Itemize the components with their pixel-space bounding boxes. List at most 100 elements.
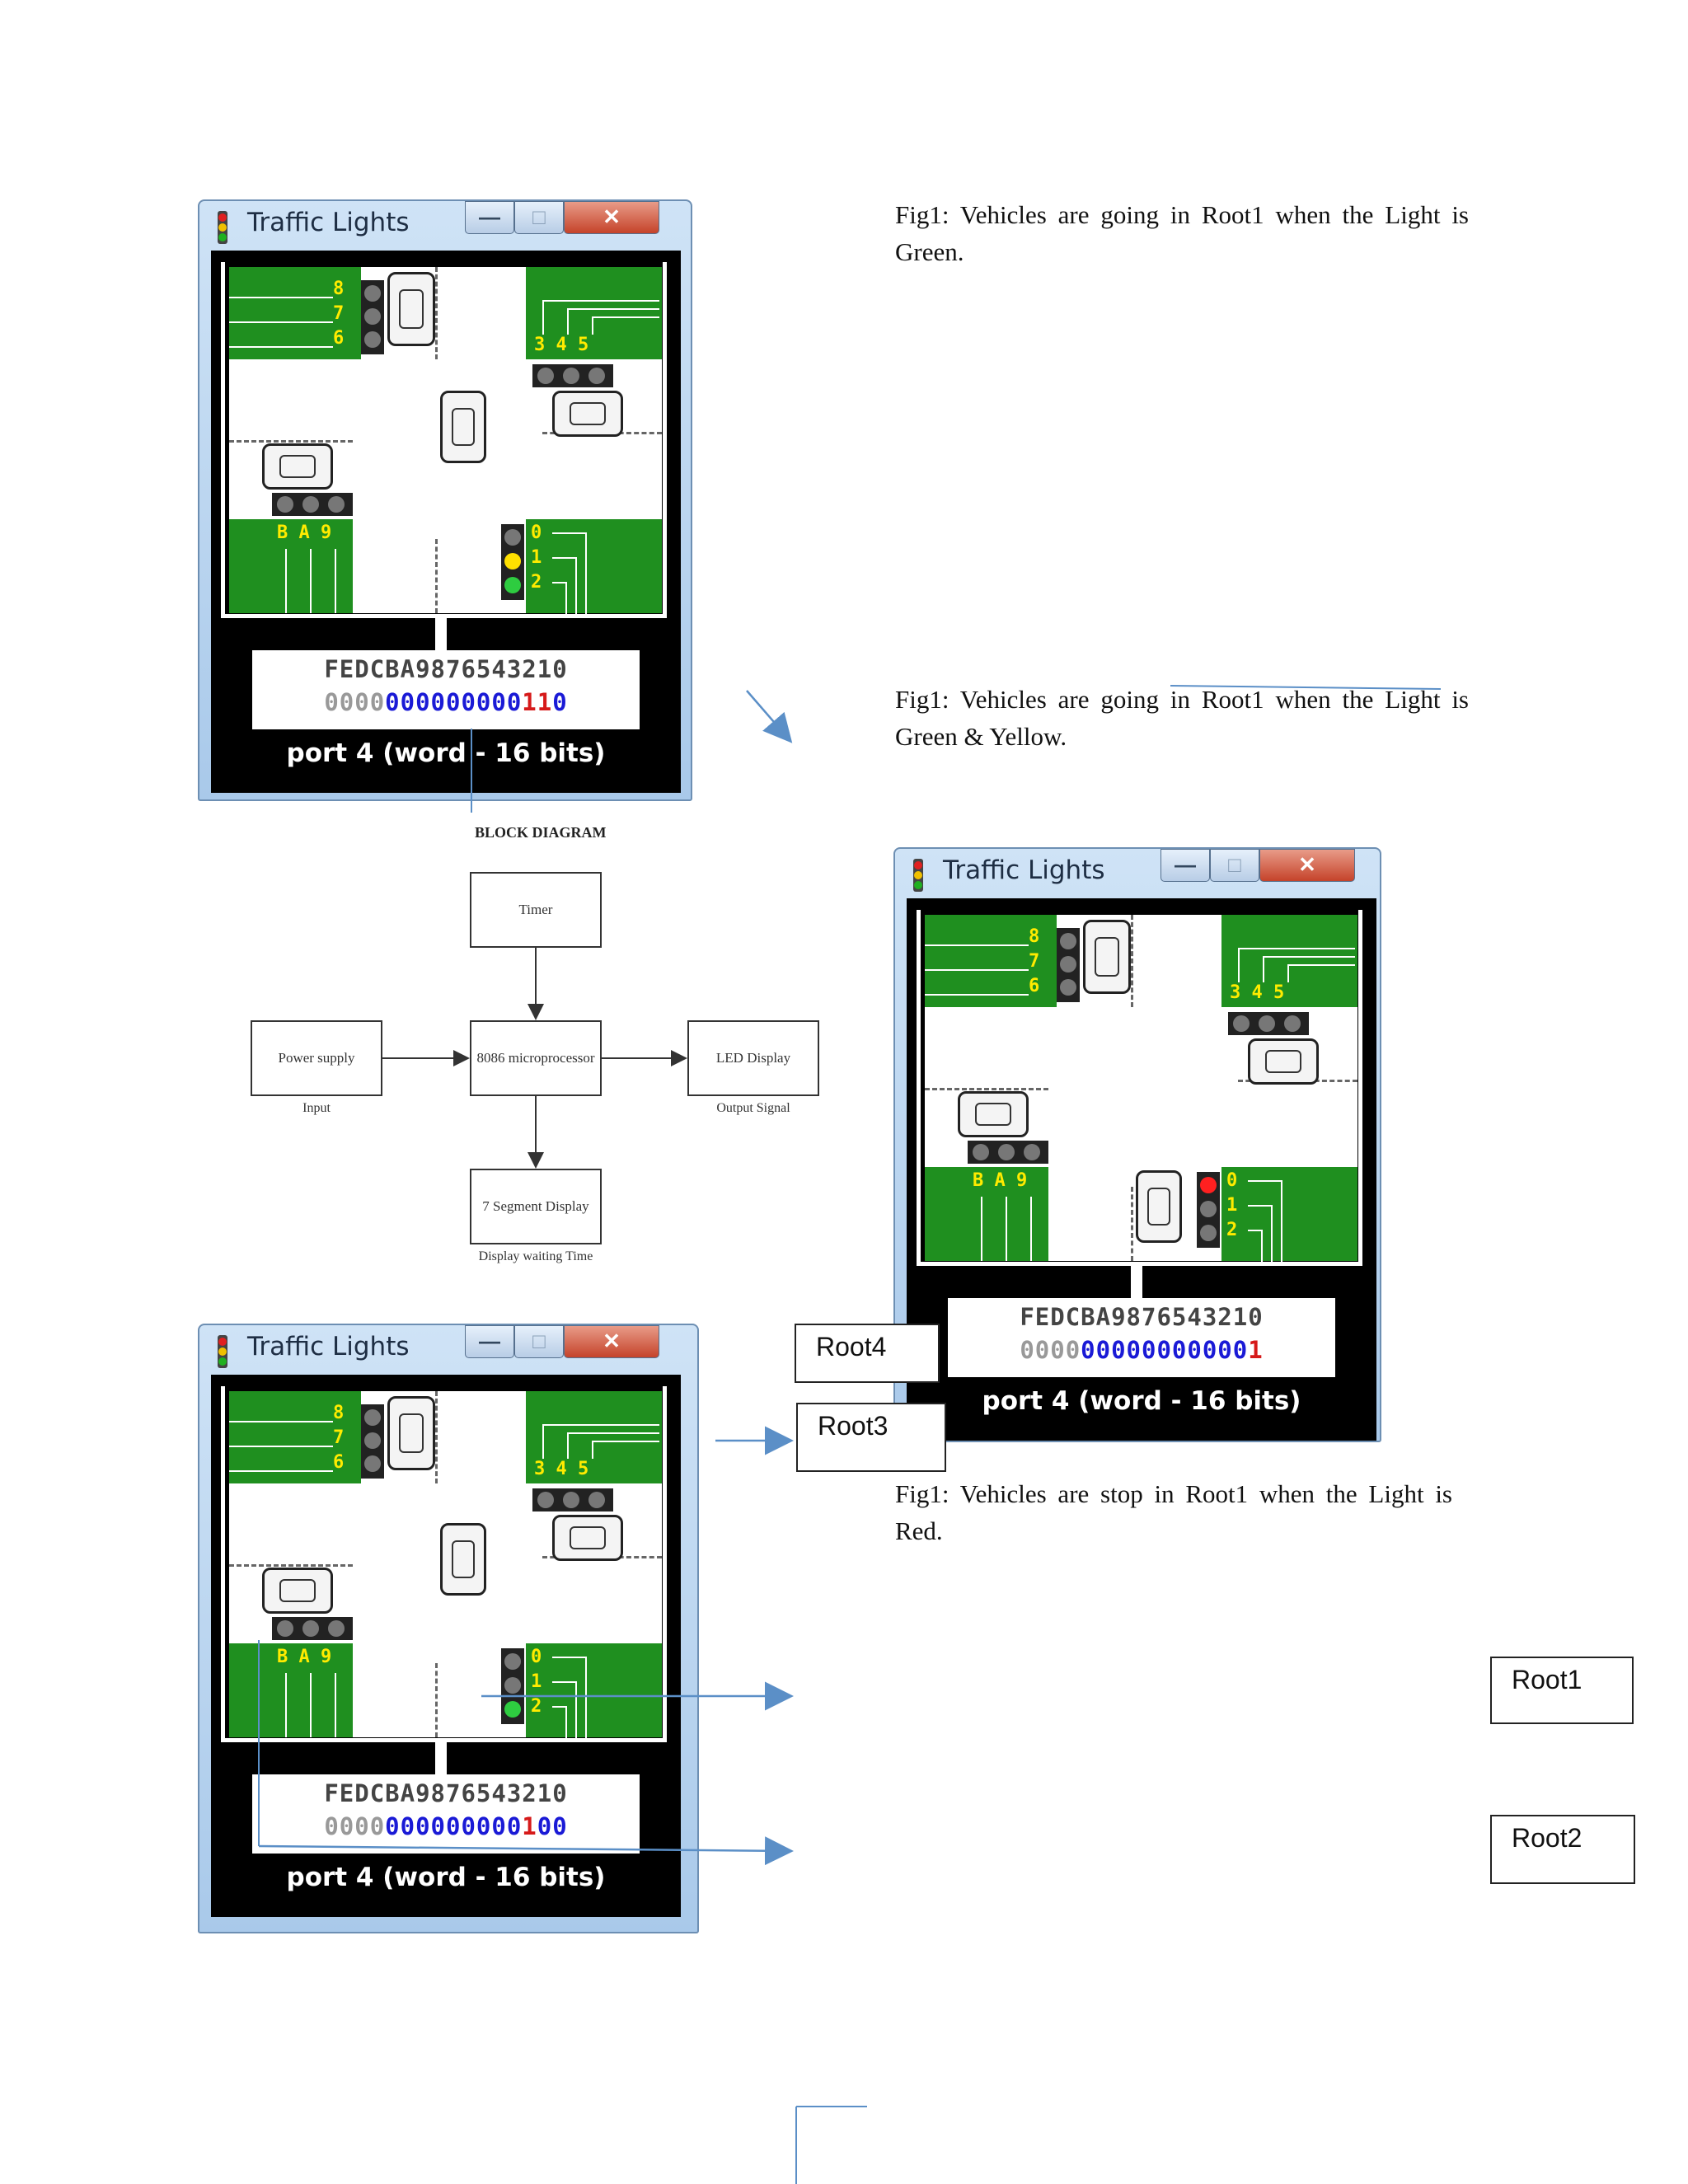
signal-lamp bbox=[1259, 1015, 1275, 1032]
lane-marking bbox=[1131, 915, 1133, 1007]
signal-lamp bbox=[504, 1677, 521, 1694]
grass-bottom-right bbox=[526, 1643, 662, 1737]
signal-lamp bbox=[364, 1409, 381, 1426]
grass-top-right bbox=[526, 267, 662, 359]
root1-box: Root1 bbox=[1490, 1657, 1634, 1724]
wire bbox=[552, 557, 577, 615]
car-top bbox=[387, 1396, 435, 1470]
grass-top-left bbox=[229, 1391, 361, 1483]
wire bbox=[1248, 1205, 1273, 1263]
signal-lamp bbox=[563, 368, 579, 384]
lamp-label-top-left: 6 bbox=[333, 328, 345, 349]
signal-lamp bbox=[1233, 1015, 1250, 1032]
signal-bottom-left bbox=[968, 1141, 1048, 1164]
port-connector bbox=[1131, 1266, 1142, 1299]
caption-fig1-green-yellow: Fig1: Vehicles are going in Root1 when t… bbox=[895, 685, 1469, 751]
lamp-label-bottom-left: B A 9 bbox=[277, 523, 332, 543]
wire bbox=[552, 1681, 577, 1739]
port-hex-digits: FEDCBA9876543210 bbox=[324, 1779, 568, 1807]
close-button[interactable]: ✕ bbox=[564, 1325, 659, 1358]
lamp-label-top-left: 6 bbox=[1029, 976, 1040, 996]
lamp-label-bottom-left: B A 9 bbox=[277, 1647, 332, 1667]
grass-top-left bbox=[229, 267, 361, 359]
wire bbox=[1006, 1197, 1007, 1261]
microprocessor-block: 8086 microprocessor bbox=[470, 1020, 602, 1096]
minimize-button[interactable]: — bbox=[1160, 849, 1210, 882]
window-title: Traffic Lights bbox=[943, 855, 1105, 885]
signal-lamp bbox=[364, 285, 381, 302]
signal-lamp bbox=[364, 308, 381, 325]
lane-marking bbox=[435, 267, 438, 359]
minimize-button[interactable]: — bbox=[465, 201, 514, 234]
port-bits: 0000000000000100 bbox=[252, 1812, 640, 1840]
signal-lamp bbox=[364, 1432, 381, 1449]
bits-off: 000000000 bbox=[385, 1812, 523, 1840]
bits-off: 00000000000 bbox=[1081, 1336, 1249, 1364]
wire bbox=[335, 1673, 336, 1737]
traffic-light-app-icon bbox=[213, 211, 232, 244]
signal-bottom-right bbox=[1197, 1172, 1220, 1248]
grass-top-left bbox=[925, 915, 1057, 1007]
bits-unused: 0000 bbox=[1020, 1336, 1081, 1364]
bits-unused: 0000 bbox=[324, 1812, 386, 1840]
timer-block: Timer bbox=[470, 872, 602, 948]
wire bbox=[552, 1657, 587, 1739]
signal-lamp bbox=[364, 1455, 381, 1472]
lane-marking bbox=[435, 1663, 438, 1737]
road-border bbox=[221, 1386, 667, 1742]
lamp-label-bottom-right: 0 bbox=[1226, 1170, 1238, 1191]
maximize-button[interactable]: □ bbox=[1210, 849, 1259, 882]
signal-lamp bbox=[1024, 1144, 1040, 1160]
wire bbox=[925, 994, 1029, 996]
wire bbox=[1248, 1230, 1263, 1263]
lamp-label-top-left: 7 bbox=[1029, 951, 1040, 972]
signal-lamp bbox=[504, 1653, 521, 1670]
signal-lamp bbox=[588, 368, 605, 384]
car-right bbox=[552, 1515, 623, 1561]
wire bbox=[542, 300, 659, 335]
power-supply-sub: Input bbox=[302, 1101, 331, 1115]
wire bbox=[925, 944, 1029, 946]
led-display-sub: Output Signal bbox=[716, 1101, 790, 1115]
car-top bbox=[1083, 920, 1131, 994]
grass-top-right bbox=[1221, 915, 1357, 1007]
wire bbox=[229, 1446, 333, 1447]
signal-top-left bbox=[361, 280, 384, 354]
maximize-button[interactable]: □ bbox=[514, 201, 564, 234]
signal-lamp bbox=[1060, 979, 1076, 996]
signal-lamp bbox=[998, 1144, 1015, 1160]
port-label: port 4 (word - 16 bits) bbox=[286, 1863, 606, 1892]
signal-lamp bbox=[328, 496, 345, 513]
port-connector bbox=[435, 618, 447, 651]
minimize-button[interactable]: — bbox=[465, 1325, 514, 1358]
signal-lamp bbox=[504, 577, 521, 593]
port-display: FEDCBA9876543210 0000000000000100 bbox=[252, 1774, 640, 1854]
car-right bbox=[552, 391, 623, 437]
signal-top-right bbox=[532, 1488, 613, 1511]
wire bbox=[229, 1421, 333, 1422]
title-bar: Traffic Lights—□✕ bbox=[199, 1325, 697, 1373]
signal-lamp bbox=[364, 331, 381, 348]
signal-lamp bbox=[1200, 1177, 1217, 1193]
signal-lamp bbox=[1060, 956, 1076, 972]
wire bbox=[552, 1706, 567, 1739]
signal-lamp bbox=[504, 1701, 521, 1718]
close-button[interactable]: ✕ bbox=[564, 201, 659, 234]
led-display-label: LED Display bbox=[715, 1050, 791, 1066]
signal-top-right bbox=[1228, 1012, 1309, 1035]
port-hex-digits: FEDCBA9876543210 bbox=[324, 655, 568, 683]
close-button[interactable]: ✕ bbox=[1259, 849, 1355, 882]
caption-fig1-red: Fig1: Vehicles are stop in Root1 when th… bbox=[895, 1479, 1452, 1545]
wire bbox=[310, 549, 312, 613]
wire bbox=[1238, 948, 1355, 982]
grass-bottom-left bbox=[229, 1643, 353, 1737]
block-diagram: BLOCK DIAGRAM Timer 8086 microprocessor … bbox=[239, 824, 832, 1286]
wire bbox=[1287, 964, 1355, 982]
maximize-button[interactable]: □ bbox=[514, 1325, 564, 1358]
lamp-label-bottom-right: 1 bbox=[531, 1671, 542, 1692]
